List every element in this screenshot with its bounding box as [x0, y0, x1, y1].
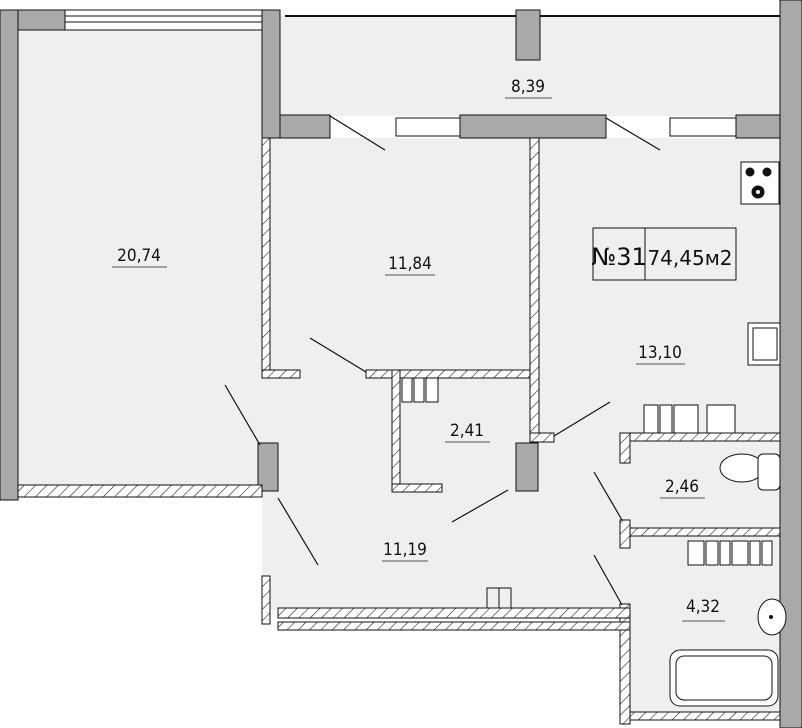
room-area-bedroom: 11,84	[388, 254, 432, 274]
room-area-hallway: 11,19	[383, 540, 427, 560]
room-area-closet: 2,41	[450, 421, 484, 441]
door-swings	[224, 115, 661, 606]
apartment-number: №31	[591, 243, 647, 271]
apartment-total-area: 74,45м2	[647, 246, 732, 270]
room-area-bathroom: 4,32	[686, 597, 720, 617]
shelves-icon	[401, 377, 773, 609]
room-area-balcony: 8,39	[511, 77, 545, 97]
toilet-icon	[719, 453, 781, 491]
washbasin-icon	[757, 598, 787, 636]
room-area-large: 20,74	[117, 246, 161, 266]
kitchen-sink-icon	[747, 322, 781, 366]
interior-walls	[261, 137, 781, 725]
stove-icon	[740, 161, 780, 205]
bathtub-icon	[669, 649, 779, 707]
fixtures	[401, 161, 787, 707]
room-labels: 20,74 8,39 11,84 13,10 2,41 2,46 11,19 4…	[112, 77, 725, 622]
room-area-toilet: 2,46	[665, 477, 699, 497]
room-area-kitchen: 13,10	[638, 343, 682, 363]
apartment-label: №31 74,45м2	[591, 227, 737, 281]
window	[64, 9, 263, 31]
